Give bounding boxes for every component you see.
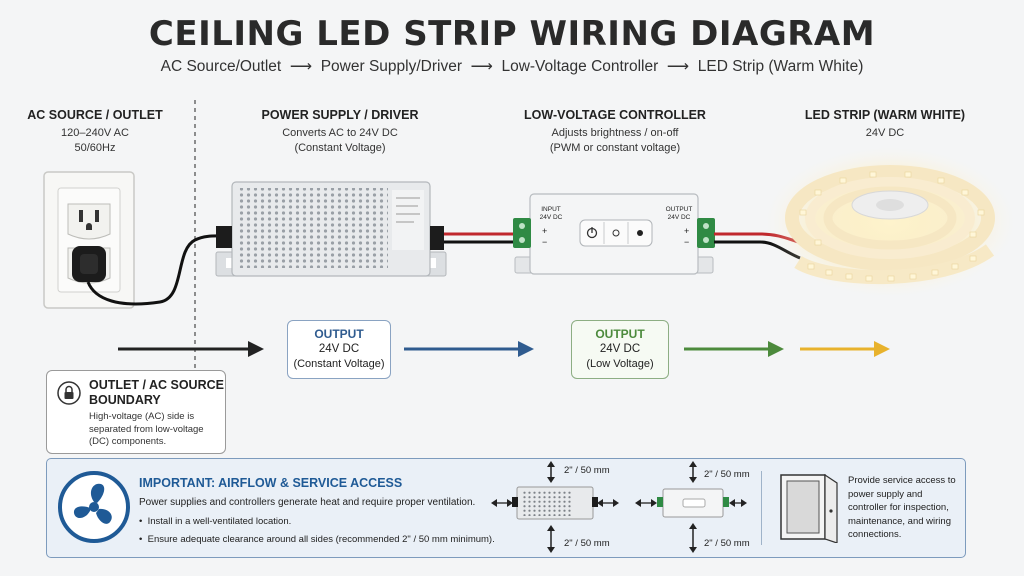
fan-icon [58, 471, 130, 543]
flow-subtitle: AC Source/Outlet ⟶ Power Supply/Driver ⟶… [0, 57, 1024, 76]
flow-arrow-icon: ⟶ [662, 58, 694, 75]
controller-desc-1: Adjusts brightness / on-off [551, 127, 679, 139]
psu-output-title: OUTPUT [314, 327, 364, 341]
controller-desc-2: (PWM or constant voltage) [549, 142, 681, 154]
psu-desc-2: (Constant Voltage) [294, 142, 386, 154]
controller-clearance-bottom: 2" / 50 mm [704, 538, 750, 549]
controller-output-title: OUTPUT [595, 327, 645, 341]
flow-arrow-black-icon [118, 341, 264, 357]
psu-clearance-bottom: 2" / 50 mm [564, 538, 610, 549]
important-text: Power supplies and controllers generate … [139, 497, 476, 508]
clearance-diagram [491, 461, 747, 553]
service-cabinet-icon [780, 473, 838, 543]
flow-arrow-icon: ⟶ [285, 58, 317, 75]
boundary-title-line-1: OUTLET / AC SOURCE [89, 378, 224, 392]
strip-desc-1: 24V DC [865, 127, 905, 139]
flow-arrow-icon: ⟶ [466, 58, 498, 75]
controller-icon [513, 193, 715, 275]
flow-step-3: Low-Voltage Controller [501, 58, 659, 75]
controller-input-text: INPUT [541, 206, 561, 213]
important-bullet-2: • Ensure adequate clearance around all s… [139, 534, 495, 545]
boundary-note: OUTLET / AC SOURCE BOUNDARY High-voltage… [46, 370, 226, 454]
controller-clearance-top: 2" / 50 mm [704, 469, 750, 480]
controller-output-box: OUTPUT 24V DC (Low Voltage) [571, 320, 669, 379]
controller-output-voltage-value: 24V DC [599, 343, 641, 355]
psu-output-type: (Constant Voltage) [293, 358, 385, 370]
service-access-text: Provide service access to power supply a… [848, 475, 956, 540]
controller-clearance-icon [635, 461, 747, 553]
flow-step-1: AC Source/Outlet [160, 58, 282, 75]
controller-output-type: (Low Voltage) [586, 358, 654, 370]
flow-arrow-green-icon [684, 341, 784, 357]
psu-output-box: OUTPUT 24V DC (Constant Voltage) [287, 320, 391, 379]
controller-input-minus: − [542, 237, 548, 247]
psu-desc-1: Converts AC to 24V DC [282, 127, 398, 139]
page-title: CEILING LED STRIP WIRING DIAGRAM [148, 14, 876, 54]
controller-title: LOW-VOLTAGE CONTROLLER [524, 108, 706, 122]
controller-input-plus: + [542, 226, 548, 236]
lock-icon [57, 381, 81, 405]
controller-input-polarity: + − [542, 226, 547, 248]
boundary-title: OUTLET / AC SOURCE BOUNDARY [89, 378, 224, 408]
flow-step-4: LED Strip (Warm White) [697, 58, 864, 75]
outlet-icon [43, 171, 135, 309]
ac-source-desc-2: 50/60Hz [74, 142, 116, 154]
important-panel: IMPORTANT: AIRFLOW & SERVICE ACCESS Powe… [46, 458, 966, 558]
controller-output-plus: + [684, 226, 690, 236]
important-bullet-1: • Install in a well-ventilated location. [139, 516, 292, 527]
flow-step-2: Power Supply/Driver [320, 58, 462, 75]
strip-title: LED STRIP (WARM WHITE) [804, 108, 966, 122]
bullet-1-text: Install in a well-ventilated location. [147, 516, 292, 527]
controller-output-polarity: + − [684, 226, 689, 248]
controller-output-text: OUTPUT [665, 206, 693, 213]
controller-input-label: INPUT 24V DC [538, 206, 564, 222]
boundary-desc: High-voltage (AC) side is separated from… [89, 411, 204, 447]
ac-source-title: AC SOURCE / OUTLET [27, 108, 163, 122]
psu-clearance-icon [491, 461, 619, 553]
led-strip-icon [765, 147, 1015, 297]
controller-output-voltage: 24V DC [667, 214, 691, 221]
controller-input-voltage: 24V DC [539, 214, 563, 221]
psu-clearance-top: 2" / 50 mm [564, 465, 610, 476]
psu-title: POWER SUPPLY / DRIVER [261, 108, 419, 122]
controller-output-label: OUTPUT 24V DC [664, 206, 694, 222]
controller-output-minus: − [684, 237, 690, 247]
ac-source-desc-1: 120–240V AC [61, 127, 129, 139]
boundary-title-line-2: BOUNDARY [89, 393, 161, 407]
flow-arrow-yellow-icon [800, 341, 890, 357]
flow-arrow-blue-icon [404, 341, 534, 357]
bullet-2-text: Ensure adequate clearance around all sid… [147, 534, 495, 545]
power-supply-icon [215, 181, 447, 277]
panel-divider [761, 471, 762, 545]
important-heading: IMPORTANT: AIRFLOW & SERVICE ACCESS [139, 476, 403, 490]
psu-output-voltage: 24V DC [318, 343, 360, 355]
